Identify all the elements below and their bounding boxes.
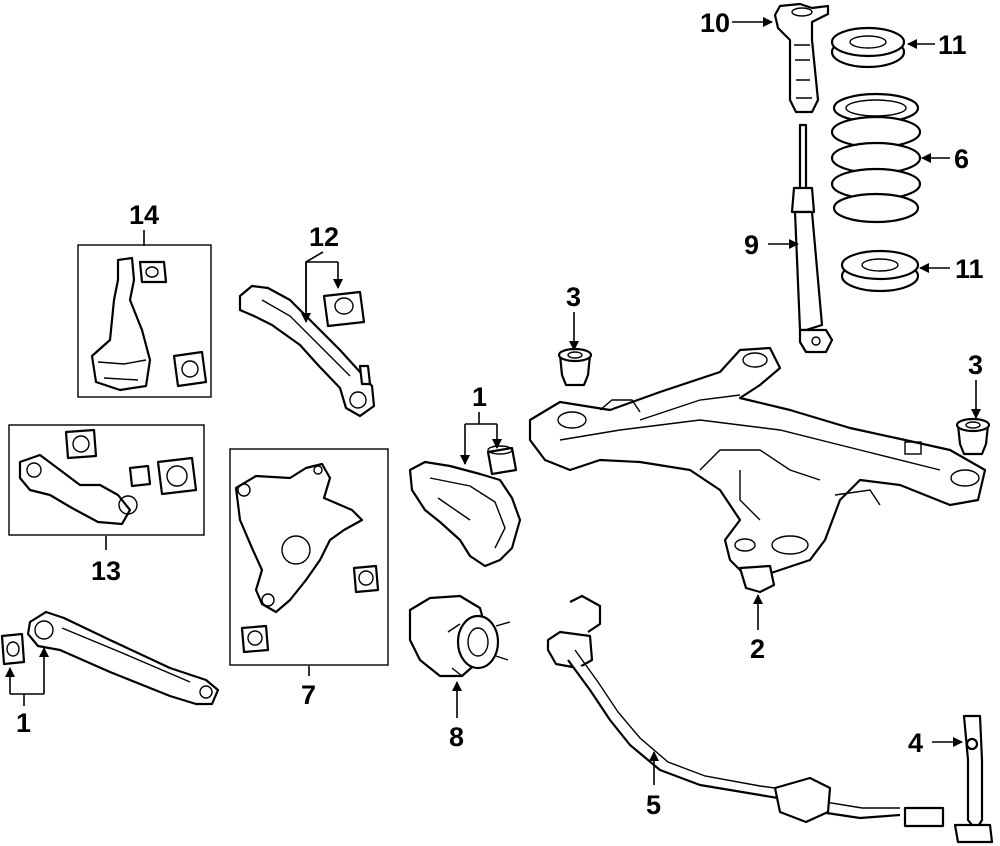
trailing-arm-part-14 bbox=[77, 244, 212, 398]
steering-knuckle-part-7 bbox=[229, 448, 389, 666]
callout-4: 4 bbox=[908, 728, 923, 758]
callout-labels: 10 11 6 9 11 3 3 2 4 5 8 7 13 14 12 1 1 bbox=[16, 8, 984, 820]
callout-14: 14 bbox=[129, 200, 159, 230]
callout-7: 7 bbox=[301, 680, 316, 710]
callout-11-top: 11 bbox=[938, 30, 967, 60]
stabilizer-bar-part-5 bbox=[546, 594, 945, 828]
spring-seat-lower-part-11 bbox=[840, 249, 920, 293]
wheel-hub-part-8 bbox=[408, 594, 511, 678]
callout-13: 13 bbox=[91, 556, 121, 586]
callout-2: 2 bbox=[750, 634, 765, 664]
shock-absorber-part-9 bbox=[790, 123, 834, 354]
callout-9: 9 bbox=[744, 230, 759, 260]
coil-spring-part-6 bbox=[830, 92, 922, 224]
control-arm-part-1-left bbox=[0, 610, 220, 706]
subframe-part-2 bbox=[528, 346, 987, 594]
spring-seat-upper-part-11 bbox=[830, 26, 906, 69]
lower-arm-part-13 bbox=[8, 424, 205, 536]
subframe-bushing-part-3-right bbox=[955, 417, 991, 456]
callout-12: 12 bbox=[309, 222, 339, 252]
callout-1-left: 1 bbox=[16, 708, 31, 738]
strut-mount-part-10 bbox=[773, 2, 830, 114]
leader-lines bbox=[4, 17, 981, 785]
callout-8: 8 bbox=[449, 722, 464, 752]
subframe-bushing-part-3-left bbox=[557, 347, 593, 387]
callout-3-left: 3 bbox=[566, 282, 581, 312]
callout-5: 5 bbox=[646, 790, 661, 820]
callout-3-right: 3 bbox=[968, 350, 983, 380]
callout-6: 6 bbox=[954, 144, 969, 174]
callout-11-bottom: 11 bbox=[955, 254, 984, 284]
stabilizer-link-part-4 bbox=[953, 714, 994, 844]
callout-10: 10 bbox=[700, 8, 730, 38]
callout-1-center: 1 bbox=[472, 382, 487, 412]
control-arm-part-1-center bbox=[408, 445, 522, 568]
upper-arm-part-12 bbox=[238, 284, 376, 418]
